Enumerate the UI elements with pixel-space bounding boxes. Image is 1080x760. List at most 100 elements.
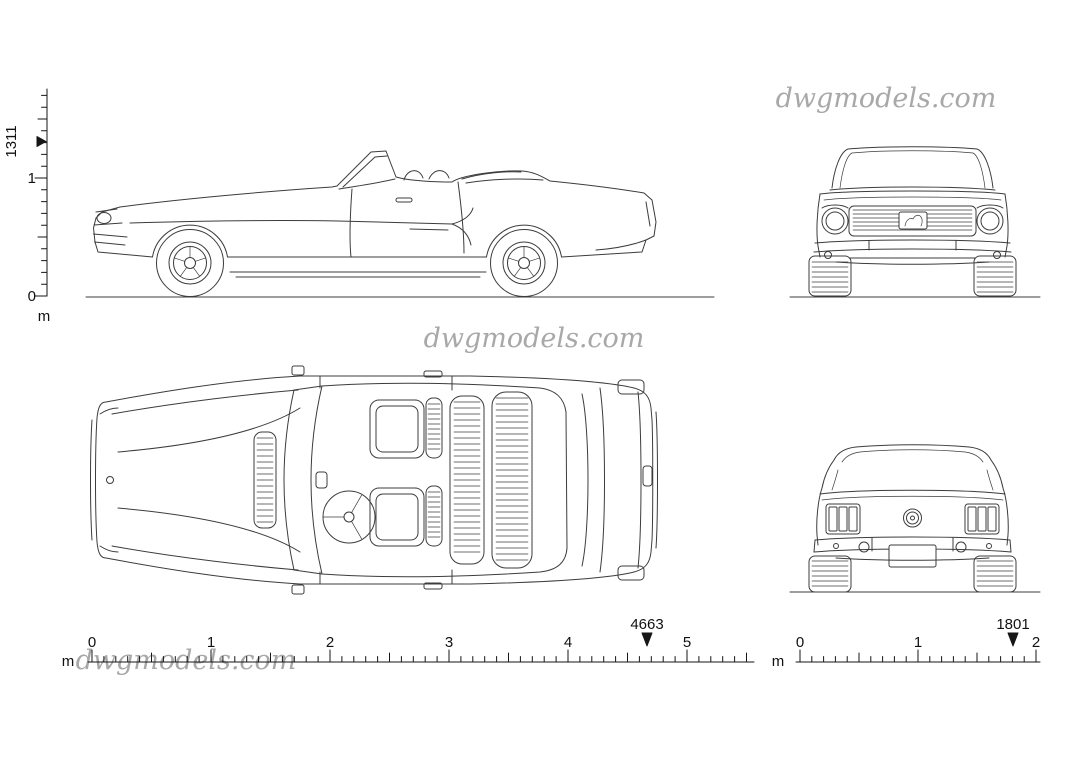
front-body	[816, 190, 1009, 265]
front-wheel-spokes	[173, 246, 207, 277]
front-bumper	[813, 239, 1012, 259]
folded-top	[461, 171, 522, 180]
door-seam-front	[349, 188, 353, 258]
height-tick-label-1: 1	[28, 170, 36, 187]
length-tick-label-3: 3	[445, 634, 453, 651]
front-headlights	[821, 204, 1004, 235]
width-ruler-ticks	[799, 649, 1037, 663]
passenger-seat-cushion	[369, 399, 425, 459]
rear-body-sides	[816, 487, 1009, 546]
trunk-lock	[642, 465, 653, 487]
seat-headrest-2	[428, 170, 450, 180]
top-cowl-vent	[253, 431, 277, 529]
height-tick-label-0: 0	[28, 288, 36, 305]
mustang-horse-icon	[904, 214, 923, 227]
door-handle	[395, 197, 413, 203]
driver-seat-back-hatch	[427, 491, 441, 538]
headlight-side	[96, 212, 112, 224]
turn-signal-left	[824, 251, 832, 259]
length-tick-label-1: 1	[207, 634, 215, 651]
length-unit-label: m	[62, 653, 75, 670]
top-latch-right	[617, 565, 645, 581]
watermark-top-right: dwgmodels.com	[776, 83, 997, 114]
rear-bumper	[813, 536, 1012, 568]
top-hood-lines	[90, 389, 301, 571]
length-dimension-value: 4663	[630, 616, 663, 633]
width-tick-label-1: 1	[914, 634, 922, 651]
top-latch-left	[617, 379, 645, 395]
length-ruler-ticks	[91, 649, 747, 663]
watermark-bottom-left: dwgmodels.com	[76, 645, 297, 676]
bench-back-hatch	[495, 397, 529, 561]
cowl-vent-hatch	[256, 437, 274, 523]
rear-wheels	[808, 555, 1017, 593]
width-ruler: 0 1 2 m 1801	[772, 616, 1041, 670]
side-front-fascia	[93, 208, 128, 246]
top-rear-deck	[581, 379, 658, 581]
top-windshield	[283, 385, 328, 575]
passenger-seat-back	[425, 397, 443, 459]
height-unit-label: m	[38, 308, 51, 325]
top-cockpit-opening	[291, 365, 568, 595]
side-body-details	[129, 181, 487, 278]
side-rear-wheel	[490, 229, 558, 297]
top-view-drawing	[90, 365, 658, 595]
top-body-outline	[95, 375, 654, 585]
taillight-side	[645, 201, 651, 227]
width-marker-arrow-icon	[1007, 632, 1019, 647]
side-rear-details	[595, 201, 651, 251]
front-windshield	[829, 146, 996, 191]
front-right-tire-tread	[976, 261, 1014, 293]
front-view-drawing	[789, 146, 1041, 298]
door-seam-rear	[457, 181, 465, 254]
passenger-seat-back-hatch	[427, 403, 441, 450]
length-tick-label-4: 4	[564, 634, 572, 651]
rear-wheel-spokes	[507, 246, 541, 277]
width-tick-label-0: 0	[796, 634, 804, 651]
width-dimension-value: 1801	[996, 616, 1029, 633]
driver-seat-back	[425, 485, 443, 547]
height-ruler-ticks	[34, 94, 48, 297]
watermark-center: dwgmodels.com	[424, 323, 645, 354]
height-ruler: 1 0 m 1311	[3, 88, 51, 325]
length-ruler: 0 1 2 3 4 5 m 4663	[62, 616, 755, 670]
seat-headrest-1	[403, 170, 424, 181]
turn-signal-right	[993, 251, 1001, 259]
length-tick-label-2: 2	[326, 634, 334, 651]
gas-cap	[903, 508, 922, 528]
bench-cushion-hatch	[453, 401, 481, 553]
rearview-mirror	[315, 471, 328, 489]
backup-light-left	[858, 541, 870, 553]
steering-wheel-spokes	[323, 494, 363, 540]
length-tick-label-0: 0	[88, 634, 96, 651]
side-body-outline	[93, 150, 657, 258]
front-wheels	[808, 255, 1017, 297]
rear-taillights	[825, 503, 1000, 535]
front-grille	[848, 205, 977, 237]
license-plate	[888, 544, 937, 568]
rear-upper-body	[821, 444, 1004, 491]
front-left-tire-tread	[811, 261, 849, 293]
width-unit-label: m	[772, 653, 785, 670]
door-handle-right	[423, 582, 443, 590]
backup-light-right	[955, 541, 967, 553]
side-view-drawing	[85, 150, 715, 298]
mirror-left	[291, 365, 305, 376]
rear-left-tire-tread	[811, 560, 849, 587]
bench-cushion	[449, 395, 485, 565]
length-marker-arrow-icon	[641, 632, 653, 647]
top-front-seats	[369, 397, 443, 547]
grille-emblem	[898, 211, 928, 230]
height-dimension-value: 1311	[3, 125, 20, 157]
mirror-right	[291, 584, 305, 595]
height-marker-arrow-icon	[36, 136, 47, 147]
rear-right-tire-tread	[976, 560, 1014, 587]
hood-emblem	[106, 476, 114, 484]
side-cockpit-details	[403, 170, 544, 184]
driver-seat-cushion	[369, 487, 425, 547]
bench-back	[491, 391, 533, 569]
side-windshield	[338, 155, 396, 190]
rear-view-drawing	[789, 444, 1041, 593]
